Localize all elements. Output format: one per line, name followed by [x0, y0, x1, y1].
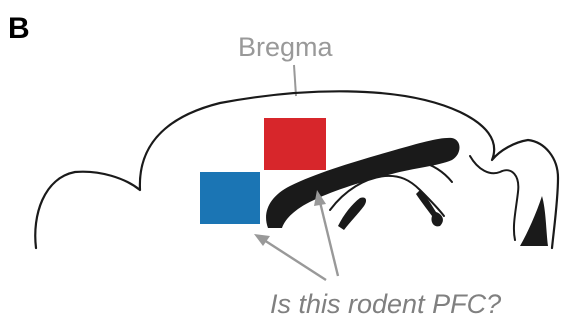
ventricle-branch-2: [416, 190, 443, 226]
panel-label: B: [8, 12, 30, 45]
brain-inner-contour: [470, 156, 518, 240]
bregma-label: Bregma: [238, 32, 334, 62]
arrow-to-blue-region: [264, 240, 326, 280]
blue-region: [200, 172, 260, 224]
ventricle-branch: [338, 197, 366, 230]
bregma-pointer-line: [294, 65, 296, 96]
question-label: Is this rodent PFC?: [270, 289, 501, 319]
arrow-to-black-structure: [320, 202, 338, 276]
cerebellar-ventricle: [520, 196, 548, 246]
red-region: [264, 118, 326, 170]
arrow-head-blue: [254, 234, 270, 246]
